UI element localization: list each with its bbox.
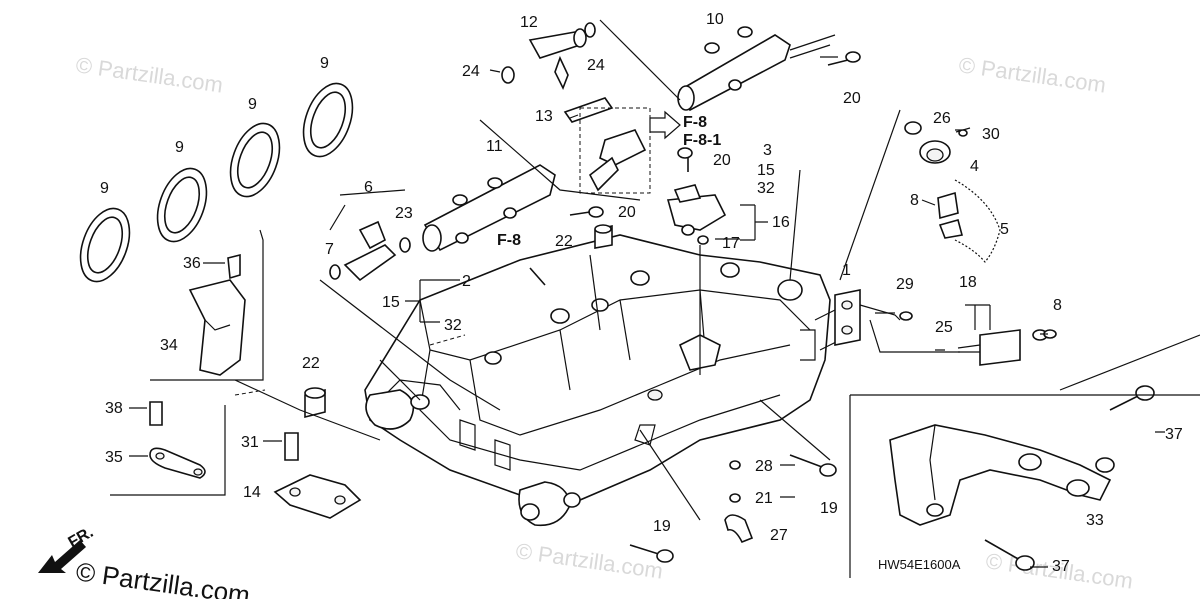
injector-6 — [329, 220, 411, 282]
fuel-rail-10 — [677, 26, 836, 112]
callout-32a: 32 — [444, 317, 462, 334]
callout-28: 28 — [755, 458, 773, 475]
callout-4: 4 — [970, 158, 979, 175]
ref-f8-mid[interactable]: F-8 — [497, 232, 521, 249]
o-ring-2 — [156, 167, 208, 243]
callout-1: 1 — [842, 262, 851, 279]
callout-20a: 20 — [843, 90, 861, 107]
callout-16: 16 — [772, 214, 790, 231]
o-ring-4 — [302, 82, 354, 158]
callout-labels: 1 2 3 4 5 6 7 8 8 9 9 9 9 10 11 12 13 14… — [100, 11, 1183, 575]
map-sensor — [666, 184, 727, 245]
callout-38: 38 — [105, 400, 123, 417]
bracket-1 — [834, 289, 901, 346]
watermark-3: © Partzilla.com — [514, 538, 664, 583]
bracket-14 — [273, 432, 362, 519]
callout-25: 25 — [935, 319, 953, 336]
callout-ticks — [129, 56, 1165, 568]
fuel-rail-11 — [422, 164, 556, 252]
callout-12: 12 — [520, 14, 538, 31]
callout-19b: 19 — [653, 518, 671, 535]
callout-9d: 9 — [320, 55, 329, 72]
callout-36: 36 — [183, 255, 201, 272]
callout-24a: 24 — [462, 63, 480, 80]
spacers — [304, 224, 613, 419]
plate-35 — [149, 401, 206, 479]
sensor-4 — [904, 121, 971, 164]
callout-30: 30 — [982, 126, 1000, 143]
callout-20c: 20 — [618, 204, 636, 221]
leader-lines — [110, 19, 1200, 578]
callout-20b: 20 — [713, 152, 731, 169]
callout-27: 27 — [770, 527, 788, 544]
callout-8b: 8 — [1053, 297, 1062, 314]
sensor-assembly — [563, 97, 681, 194]
callout-33: 33 — [1086, 512, 1104, 529]
callout-34: 34 — [160, 337, 178, 354]
clamp-27 — [724, 514, 754, 544]
detail-box — [579, 107, 651, 194]
callout-22b: 22 — [302, 355, 320, 372]
callout-9c: 9 — [248, 96, 257, 113]
callout-15a: 15 — [382, 294, 400, 311]
callout-24b: 24 — [587, 57, 605, 74]
callout-6: 6 — [364, 179, 373, 196]
bolts — [529, 51, 1155, 571]
callout-9b: 9 — [175, 139, 184, 156]
callout-7: 7 — [325, 241, 334, 258]
mount-33 — [889, 424, 1115, 526]
callout-9a: 9 — [100, 180, 109, 197]
watermark-main: © Partzilla.com — [74, 556, 252, 599]
callout-29: 29 — [896, 276, 914, 293]
callout-17: 17 — [722, 235, 740, 252]
callout-26: 26 — [933, 110, 951, 127]
callout-23: 23 — [395, 205, 413, 222]
callout-37b: 37 — [1052, 558, 1070, 575]
o-ring-1 — [79, 207, 131, 283]
callout-8a: 8 — [910, 192, 919, 209]
callout-3: 3 — [763, 142, 772, 159]
callout-19a: 19 — [820, 500, 838, 517]
callout-22a: 22 — [555, 233, 573, 250]
diagram-code: HW54E1600A — [878, 557, 961, 572]
callout-13: 13 — [535, 108, 553, 125]
callout-31: 31 — [241, 434, 259, 451]
o-rings — [79, 82, 354, 283]
callout-37a: 37 — [1165, 426, 1183, 443]
callout-15b: 15 — [757, 162, 775, 179]
front-label: FR. — [66, 524, 97, 552]
callout-32b: 32 — [757, 180, 775, 197]
callout-11: 11 — [486, 138, 503, 155]
label-brackets — [329, 189, 991, 330]
callout-10: 10 — [706, 11, 724, 28]
callout-5: 5 — [1000, 221, 1009, 238]
sensor-18 — [957, 329, 1048, 366]
reference-labels: F-8 F-8-1 F-8 — [497, 114, 721, 249]
watermark-2: © Partzilla.com — [957, 52, 1107, 97]
callout-14: 14 — [243, 484, 261, 501]
bracket-34 — [188, 253, 246, 376]
o-ring-3 — [229, 122, 281, 198]
callout-35: 35 — [105, 449, 123, 466]
callout-18: 18 — [959, 274, 977, 291]
callout-2: 2 — [462, 273, 471, 290]
callout-21: 21 — [755, 490, 773, 507]
ref-f8-1[interactable]: F-8-1 — [683, 132, 721, 149]
ref-f8-top[interactable]: F-8 — [683, 114, 707, 131]
manifold-body — [364, 234, 841, 527]
watermark-1: © Partzilla.com — [74, 52, 224, 97]
injector-12 — [501, 22, 596, 90]
harness-5 — [937, 179, 1001, 263]
